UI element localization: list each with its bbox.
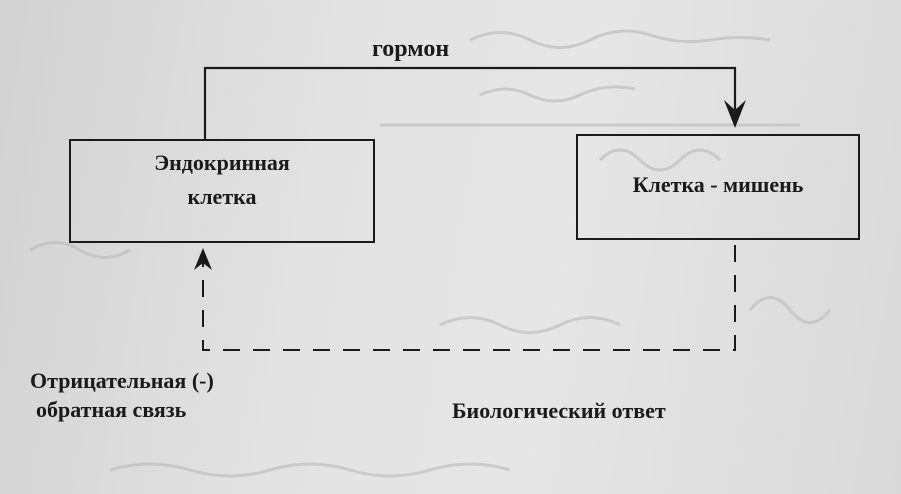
feedback-label-line1: Отрицательная (-) <box>30 368 214 393</box>
bleed-through-scribbles <box>29 29 832 478</box>
endocrine-cell-label: Эндокринная клетка <box>70 146 374 214</box>
endocrine-cell-label-line1: Эндокринная <box>154 150 290 175</box>
feedback-arrowhead <box>194 248 212 270</box>
target-cell-box <box>576 134 860 240</box>
hormone-label: гормон <box>372 36 450 62</box>
feedback-label-line2: обратная связь <box>36 397 187 422</box>
endocrine-cell-box <box>69 139 375 243</box>
endocrine-cell-label-line2: клетка <box>187 184 257 209</box>
feedback-dashed-line <box>202 245 736 351</box>
biological-response-label: Биологический ответ <box>452 398 666 423</box>
hormone-arrowhead <box>724 100 746 128</box>
target-cell-label: Клетка - мишень <box>632 172 804 197</box>
hormone-arrow-line <box>203 66 737 140</box>
